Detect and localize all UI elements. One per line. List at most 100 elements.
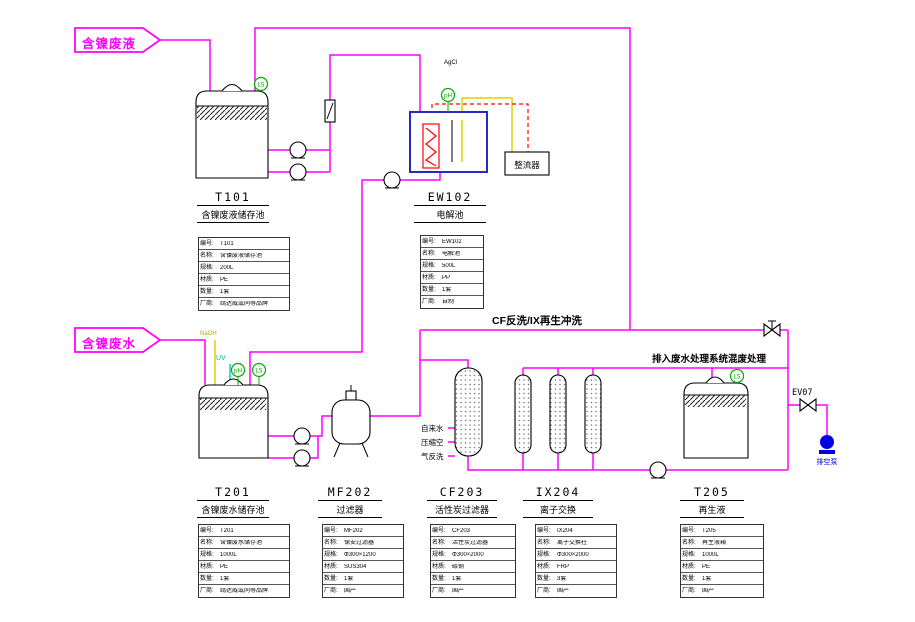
- ix-column-2: [549, 374, 567, 454]
- agcl-electrode-label: AgCl: [444, 60, 458, 66]
- spec-value: 保安过滤器: [344, 539, 375, 546]
- pump-t201-a: [293, 427, 311, 445]
- spec-row: 数量: 1套: [323, 573, 403, 585]
- vent-pump-label: 排空泵: [816, 459, 838, 466]
- spec-row: 名称: 保安过滤器: [323, 537, 403, 549]
- wire-cathode-yellow: [461, 97, 513, 152]
- spec-value: 1套: [344, 575, 354, 582]
- spec-row: 规格:Φ300×2000: [536, 549, 616, 561]
- spec-value: 含镍废液储存池: [220, 252, 263, 259]
- liquid-level-hatch: [685, 395, 746, 407]
- equipment-tag: T201: [197, 485, 269, 501]
- liquid-level-hatch: [200, 398, 266, 410]
- process-pipes: [160, 27, 828, 471]
- spec-table-t205: 编号:T205 名称:再生液箱 规格:1000L 材质:PE 数量:1套 厂商:…: [680, 524, 764, 598]
- equipment-tag: T205: [680, 485, 744, 501]
- spec-field: 材质:: [682, 563, 696, 570]
- pump-t101-b: [289, 163, 307, 181]
- spec-field: 名称:: [422, 250, 436, 257]
- spec-row: 规格:200L: [199, 262, 289, 274]
- spec-value: 国产: [702, 588, 715, 594]
- equipment-label-cf203: CF203 活性炭过滤器: [427, 485, 497, 518]
- spec-value: 国产: [452, 588, 465, 594]
- spec-value: 3套: [557, 575, 567, 582]
- spec-value: Φ300×1200: [344, 551, 376, 558]
- spec-value: EW102: [442, 238, 462, 245]
- spec-row: 材质:PP: [421, 272, 483, 284]
- spec-field: 材质:: [324, 563, 338, 570]
- spec-field: 名称:: [682, 539, 696, 546]
- spec-field: 厂商:: [200, 301, 214, 307]
- equipment-name: 含镍废液储存池: [197, 206, 269, 223]
- pump-ew102-drain: [383, 171, 401, 189]
- equipment-name: 过滤器: [318, 501, 382, 518]
- spec-value: T205: [702, 527, 716, 534]
- pump-t201-b: [293, 449, 311, 467]
- spec-value: 200L: [220, 264, 234, 271]
- spec-row: 编号:IX204: [536, 525, 616, 537]
- pipe-backwash-stubs: [448, 427, 455, 457]
- spec-field: 数量:: [200, 288, 214, 295]
- spec-value: 靖达威或同等品牌: [220, 588, 269, 594]
- equipment-name: 活性炭过滤器: [427, 501, 497, 518]
- spec-row: 厂商:国产: [681, 585, 763, 597]
- equipment-label-t201: T201 含镍废水储存池: [197, 485, 269, 518]
- level-switch-t205: LS: [729, 368, 745, 384]
- equipment-name: 含镍废水储存池: [197, 501, 269, 518]
- ix-column-1: [514, 374, 532, 454]
- spec-field: 名称:: [324, 539, 338, 546]
- spec-field: 数量:: [682, 575, 696, 582]
- spec-field: 编号:: [422, 238, 436, 245]
- ph-meter-t201: pH: [230, 362, 246, 385]
- air-backwash-label: 气反洗: [421, 452, 444, 461]
- spec-value: 电解池: [442, 250, 461, 257]
- spec-row: 材质:PE: [199, 274, 289, 286]
- equipment-tag: IX204: [523, 485, 593, 501]
- equipment-name: 再生液: [680, 501, 744, 518]
- spec-field: 编号:: [537, 527, 551, 534]
- electrolysis-cell-ew102: [409, 111, 488, 173]
- spec-row: 材质:FRP: [536, 561, 616, 573]
- spec-table-mf202: 编号:MF202 名称:保安过滤器 规格:Φ300×1200 材质:SUS304…: [322, 524, 404, 598]
- valve-ev07: [799, 397, 817, 413]
- spec-row: 材质:SUS304: [323, 561, 403, 573]
- spec-field: 编号:: [432, 527, 446, 534]
- spec-value: 离子交换柱: [557, 539, 588, 546]
- pipe-top-return: [254, 27, 631, 330]
- equipment-name: 离子交换: [523, 501, 593, 518]
- spec-row: 数量:1套: [199, 573, 289, 585]
- spec-row: 材质:PE: [199, 561, 289, 573]
- spec-row: 编号: EW102: [421, 236, 483, 248]
- svg-text:LS: LS: [733, 374, 740, 381]
- tap-water-label: 自来水: [421, 424, 444, 433]
- spec-value: MF202: [344, 527, 363, 534]
- spec-value: 1000L: [702, 551, 719, 558]
- spec-field: 数量:: [324, 575, 338, 582]
- spec-value: 500L: [442, 262, 456, 269]
- spec-field: 名称:: [200, 539, 214, 546]
- equipment-label-ew102: EW102 电解池: [414, 190, 486, 223]
- spec-row: 规格: 500L: [421, 260, 483, 272]
- spec-field: 厂商:: [537, 588, 551, 594]
- spec-field: 规格:: [422, 262, 436, 269]
- spec-row: 编号:T101: [199, 238, 289, 250]
- flowmeter-icon: [324, 99, 336, 123]
- pump-ix-outlet: [649, 461, 667, 479]
- spec-row: 编号:T201: [199, 525, 289, 537]
- spec-field: 名称:: [537, 539, 551, 546]
- pipe-t101-discharge: [306, 149, 330, 173]
- naoh-dosing-label: NaOH: [200, 331, 217, 337]
- spec-value: PE: [702, 563, 711, 570]
- spec-row: 厂商:靖达威或同等品牌: [199, 298, 289, 310]
- spec-row: 规格:Φ300×2000: [431, 549, 515, 561]
- uv-lamp-label: UV: [216, 355, 226, 362]
- spec-row: 编号:CF203: [431, 525, 515, 537]
- equipment-tag: T101: [197, 190, 269, 206]
- spec-value: T201: [220, 527, 234, 534]
- pipe-to-ew102: [329, 54, 421, 172]
- spec-row: 材质:碳钢: [431, 561, 515, 573]
- rectifier-label: 整流器: [514, 160, 540, 170]
- spec-row: 规格:Φ300×1200: [323, 549, 403, 561]
